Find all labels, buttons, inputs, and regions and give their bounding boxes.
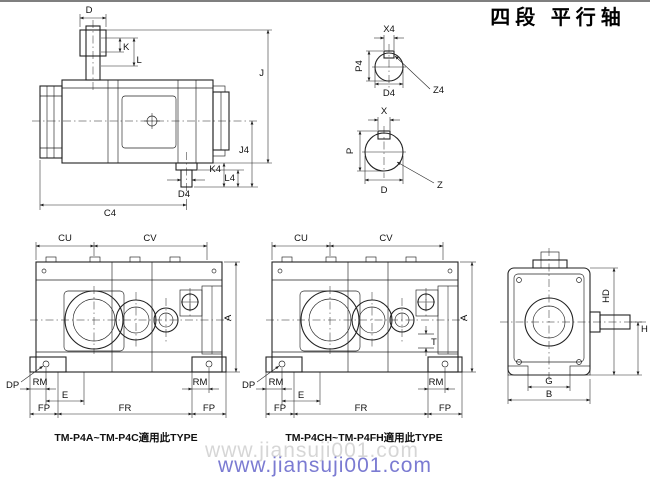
dim-label-c4: C4 xyxy=(104,208,116,219)
dim-label-dp: DP xyxy=(6,380,19,391)
dim-label-l: L xyxy=(137,55,142,66)
shaft-end-detail-z: X P D Z xyxy=(345,106,443,196)
shaft-end-detail-z4: X4 P4 D4 Z4 xyxy=(354,24,444,99)
dim-label-j4: J4 xyxy=(239,145,249,156)
dim-label-a2: A xyxy=(459,314,470,321)
dim-label-fp-left2: FP xyxy=(274,403,286,414)
dim-label-cu: CU xyxy=(58,233,72,244)
dim-label-e: E xyxy=(62,390,68,401)
dim-label-j: J xyxy=(259,68,264,79)
dim-label-t: T xyxy=(431,337,437,348)
dim-label-fr: FR xyxy=(119,403,132,414)
dim-label-cv2: CV xyxy=(379,233,393,244)
dim-label-fr2: FR xyxy=(355,403,368,414)
dim-label-rm-left2: RM xyxy=(269,377,284,388)
side-elevation-view: D K L D4 xyxy=(32,5,272,219)
dim-label-p: P xyxy=(345,148,356,154)
dim-label-rm-left: RM xyxy=(33,377,48,388)
dim-label-fp-left: FP xyxy=(38,403,50,414)
dim-label-l4: L4 xyxy=(224,173,235,184)
caption-view-2: TM-P4CH~TM-P4FH適用此TYPE xyxy=(285,431,442,444)
watermark-text: www.jiansuji001.com xyxy=(217,454,432,477)
dim-label-fp-right: FP xyxy=(203,403,215,414)
dim-label-d: D xyxy=(86,5,93,16)
dim-label-k4: K4 xyxy=(209,164,221,175)
dim-label-x: X xyxy=(381,106,388,117)
dim-label-p4: P4 xyxy=(354,60,365,72)
dim-label-rm-right2: RM xyxy=(429,377,444,388)
watermark-echo-text: www.jiansuji001.com xyxy=(204,439,419,462)
watermark: www.jiansuji001.com www.jiansuji001.com xyxy=(204,439,432,477)
dim-label-d-detail: D xyxy=(381,185,388,196)
page-title: 四段 平行轴 xyxy=(490,5,626,29)
dim-label-e2: E xyxy=(298,390,304,401)
dim-label-dp2: DP xyxy=(242,380,255,391)
caption-view-1: TM-P4A~TM-P4C適用此TYPE xyxy=(54,431,197,444)
dim-label-cu2: CU xyxy=(294,233,308,244)
front-view-2: T A CU CV DP RM RM xyxy=(242,233,476,444)
dim-label-d4: D4 xyxy=(178,189,190,200)
dim-label-d4-detail: D4 xyxy=(383,88,395,99)
dim-label-g: G xyxy=(545,376,552,387)
dim-label-hd: HD xyxy=(601,289,612,303)
dim-label-h: H xyxy=(641,324,648,335)
end-view: HD H G B xyxy=(500,248,648,404)
front-view-1: A CU CV DP RM RM E FP F xyxy=(6,233,240,444)
dim-label-rm-right: RM xyxy=(193,377,208,388)
dim-label-b: B xyxy=(546,389,552,400)
dim-label-cv: CV xyxy=(143,233,157,244)
dim-label-fp-right2: FP xyxy=(439,403,451,414)
dim-label-k: K xyxy=(123,42,130,53)
dim-label-x4: X4 xyxy=(383,24,395,35)
dim-label-z: Z xyxy=(437,180,443,191)
dim-label-a: A xyxy=(223,314,234,321)
dim-label-z4: Z4 xyxy=(433,85,444,96)
